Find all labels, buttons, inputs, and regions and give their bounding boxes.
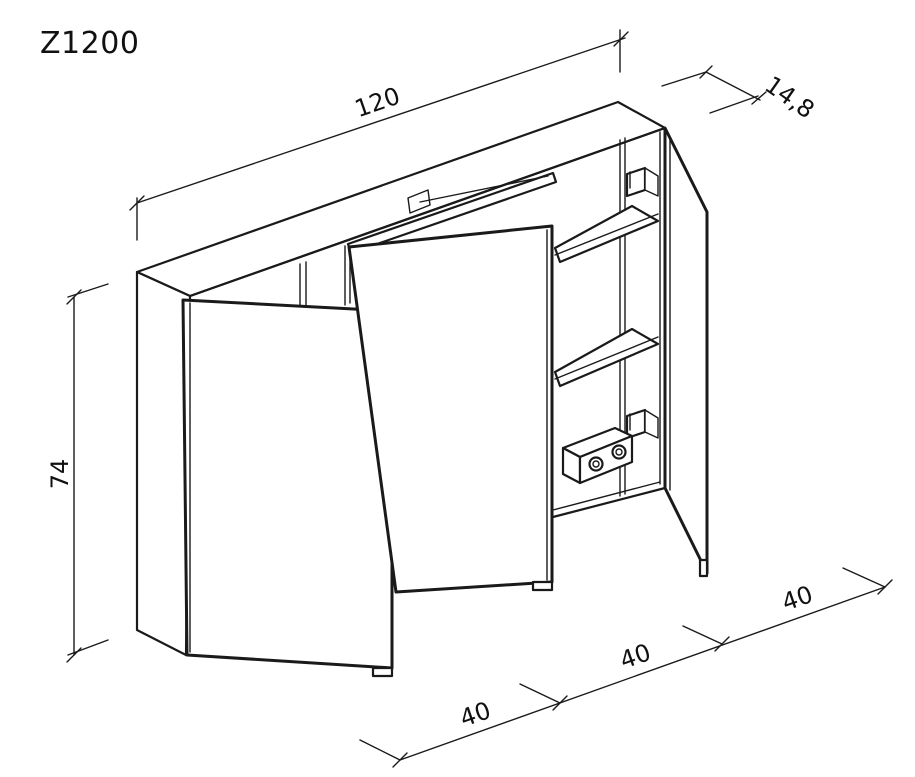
right-door bbox=[663, 126, 709, 578]
dimension-door-2-label: 40 bbox=[616, 638, 654, 674]
dimension-depth-label: 14,8 bbox=[760, 71, 820, 125]
model-code: Z1200 bbox=[40, 26, 140, 61]
hinge-top bbox=[625, 166, 659, 198]
dimension-width: 120 bbox=[129, 29, 629, 241]
hinge-bottom bbox=[625, 408, 659, 440]
power-socket-box bbox=[561, 426, 634, 485]
glass-shelf-upper bbox=[553, 204, 660, 264]
middle-door bbox=[347, 224, 554, 594]
dimension-width-label: 120 bbox=[351, 82, 403, 123]
dimension-door-3-label: 40 bbox=[778, 580, 816, 616]
dimension-height-label: 74 bbox=[46, 459, 74, 490]
left-door bbox=[181, 298, 394, 678]
dimension-door-1-label: 40 bbox=[456, 696, 494, 732]
dimension-height: 74 bbox=[46, 283, 109, 663]
dimension-door-widths: 40 40 40 bbox=[359, 567, 893, 768]
glass-shelf-lower bbox=[553, 327, 660, 388]
dimension-depth: 14,8 bbox=[661, 65, 820, 125]
